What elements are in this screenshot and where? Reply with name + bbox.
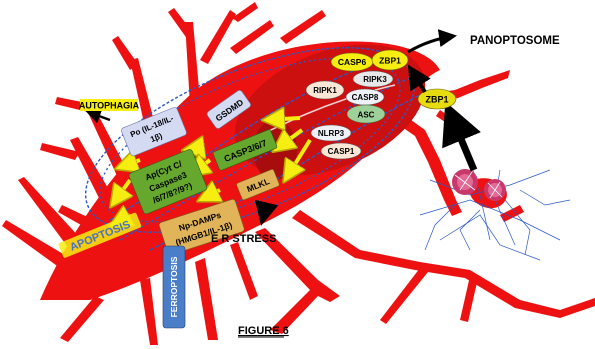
asc-label: ASC [358, 111, 375, 120]
zbp1-label: ZBP1 [379, 56, 401, 66]
ferroptosis-label: FERROPTOSIS [169, 256, 179, 317]
casp6-label: CASP6 [338, 57, 367, 67]
casp8-label: CASP8 [352, 93, 379, 102]
er-stress-label: E R STRESS [211, 233, 276, 245]
panoptosome-arrow [408, 36, 454, 52]
ripk1-label: RIPK1 [313, 86, 337, 95]
autophagia-label: AUTOPHAGIA [79, 101, 140, 111]
nlrp3-label: NLRP3 [318, 129, 345, 138]
casp1-label: CASP1 [328, 147, 355, 156]
autophagia-label-group: AUTOPHAGIA [79, 99, 140, 120]
zbp1-free-label: ZBP1 [425, 95, 448, 105]
panoptosome-label: PANOPTOSOME [470, 35, 560, 47]
ferroptosis-box: FERROPTOSIS [163, 246, 185, 328]
ripk3-label: RIPK3 [363, 75, 387, 84]
figure-caption: FIGURE 6 [238, 325, 289, 337]
